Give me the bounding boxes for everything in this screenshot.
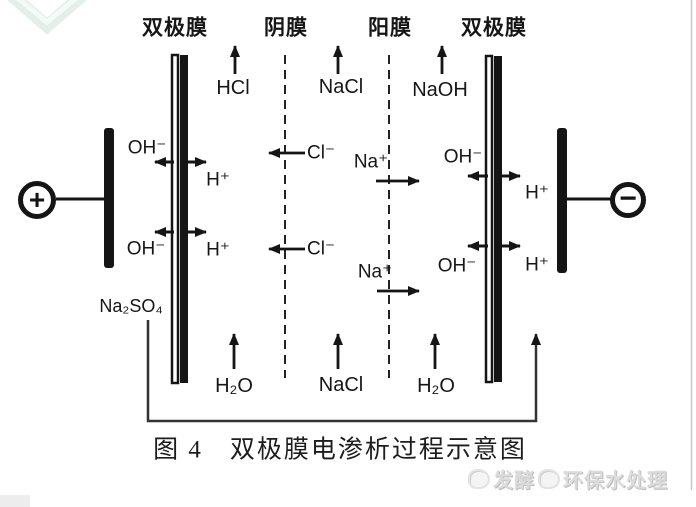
label-nacl-bottom: NaCl [318, 374, 364, 396]
label-water-right: H₂O [417, 375, 455, 397]
watermark-logo-icon [468, 468, 490, 489]
label-naoh: NaOH [412, 79, 468, 101]
label-sodium-top: Na⁺ [353, 151, 389, 173]
cathode-terminal: − [610, 182, 646, 218]
cathode-plate [557, 128, 567, 273]
label-right-bipolar-membrane: 双极膜 [461, 16, 527, 40]
corner-decoration-icon [7, 0, 87, 35]
minus-symbol: − [619, 181, 637, 215]
label-hydroxide-left-bottom: OH⁻ [126, 238, 166, 260]
anode-plate [104, 128, 114, 268]
label-proton-left-bottom: H⁺ [206, 239, 230, 261]
feed-recycle-arrow [146, 320, 541, 423]
right-bipolar-membrane [484, 54, 502, 384]
label-chloride-bottom: Cl⁻ [307, 238, 335, 260]
watermark-text-left: 发酵 [493, 470, 535, 492]
plus-symbol: + [28, 184, 46, 215]
figure-caption: 图 4 双极膜电渗析过程示意图 [153, 436, 527, 464]
watermark-logo-icon [538, 468, 560, 489]
label-left-bipolar-membrane: 双极膜 [142, 16, 208, 40]
label-hcl: HCl [216, 77, 250, 99]
anode-terminal: + [18, 181, 56, 219]
label-water-left: H₂O [215, 375, 253, 397]
label-hydroxide-right-bottom: OH⁻ [437, 255, 477, 277]
left-bipolar-membrane [170, 53, 188, 385]
label-proton-left-top: H⁺ [206, 169, 230, 191]
label-nacl-top: NaCl [318, 76, 364, 98]
label-proton-right-bottom: H⁺ [525, 254, 549, 276]
watermark: 发酵 环保水处理 [468, 464, 668, 493]
label-feed-sodium-sulfate: Na₂SO₄ [99, 296, 163, 316]
label-hydroxide-left-top: OH⁻ [127, 137, 167, 159]
label-chloride-top: Cl⁻ [307, 142, 335, 164]
label-proton-right-top: H⁺ [525, 182, 549, 204]
label-anion-membrane: 阴膜 [264, 16, 308, 40]
label-sodium-bottom: Na⁺ [357, 261, 393, 283]
watermark-text-right: 环保水处理 [563, 470, 668, 492]
label-cation-membrane: 阳膜 [368, 16, 412, 40]
label-hydroxide-right-top: OH⁻ [443, 146, 483, 168]
